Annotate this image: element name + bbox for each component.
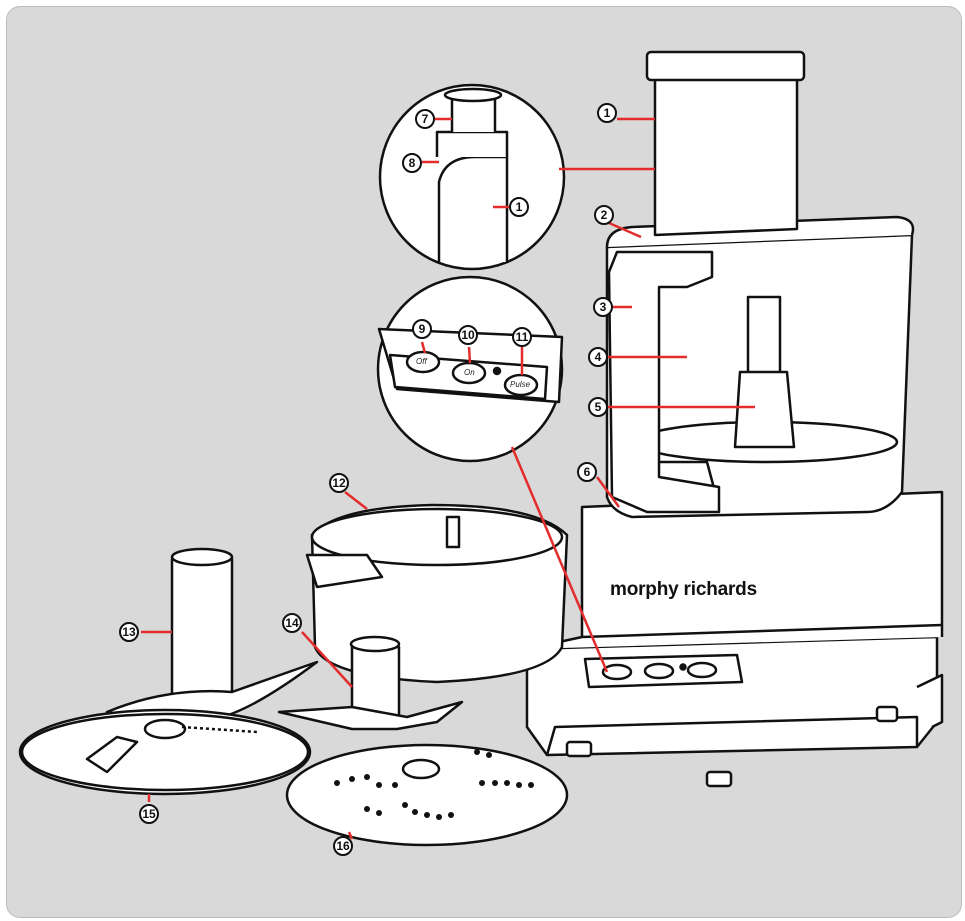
- slicing-disc: [20, 710, 310, 794]
- motor-base: [527, 492, 942, 786]
- callout-2: 2: [594, 205, 614, 225]
- callout-6: 6: [577, 462, 597, 482]
- callout-16: 16: [333, 836, 353, 856]
- food-processor-illustration: [7, 7, 961, 917]
- on-button-label: On: [464, 368, 475, 377]
- callout-7: 7: [415, 109, 435, 129]
- callout-15: 15: [139, 804, 159, 824]
- callout-9: 9: [412, 319, 432, 339]
- diagram-panel: morphy richards Off On Pulse 1 1 2 3 4 5…: [6, 6, 962, 918]
- callout-11: 11: [512, 327, 532, 347]
- spare-bowl: [307, 505, 567, 682]
- feed-tube: [647, 52, 804, 235]
- brand-logo-text: morphy richards: [610, 579, 757, 601]
- grating-disc: [287, 745, 567, 845]
- pulse-button-label: Pulse: [510, 380, 530, 389]
- callout-1-pusher: 1: [509, 197, 529, 217]
- callout-5: 5: [588, 397, 608, 417]
- base-control-panel: [585, 655, 742, 687]
- off-button-label: Off: [416, 357, 427, 366]
- callout-10: 10: [458, 325, 478, 345]
- callout-13: 13: [119, 622, 139, 642]
- callout-14: 14: [282, 613, 302, 633]
- callout-12: 12: [329, 473, 349, 493]
- callout-8: 8: [402, 153, 422, 173]
- callout-1-feed-tube: 1: [597, 103, 617, 123]
- callout-3: 3: [593, 297, 613, 317]
- pusher-inset: [380, 85, 564, 269]
- callout-4: 4: [588, 347, 608, 367]
